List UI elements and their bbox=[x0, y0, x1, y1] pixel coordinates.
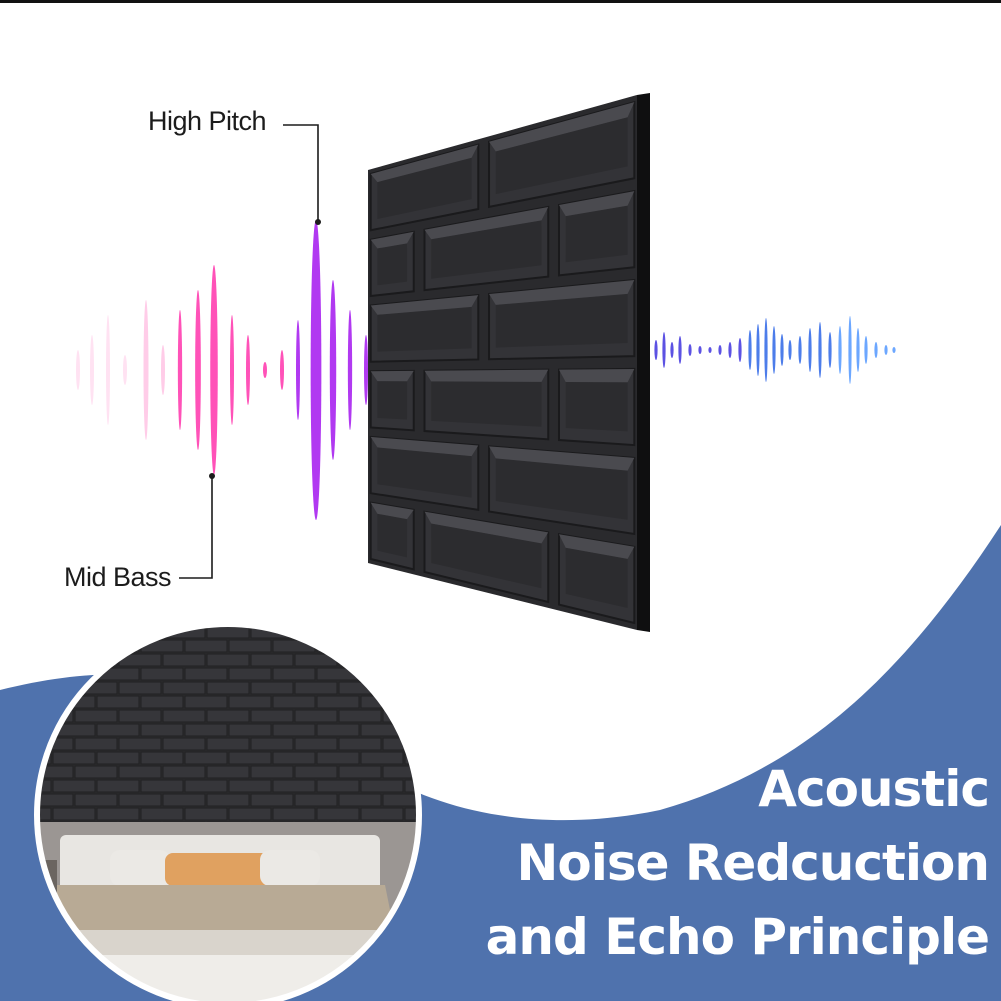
wave-spike bbox=[143, 300, 149, 440]
wave-spike bbox=[864, 336, 868, 364]
wave-spike bbox=[718, 345, 722, 355]
wave-spike bbox=[874, 342, 878, 358]
wave-spike bbox=[662, 332, 666, 368]
wave-spike bbox=[280, 350, 284, 390]
wave-spike bbox=[210, 265, 218, 475]
wave-spike bbox=[310, 220, 322, 520]
wave-spike bbox=[788, 340, 792, 360]
wave-spike bbox=[296, 320, 300, 420]
wave-spike bbox=[230, 315, 234, 425]
wave-spike bbox=[884, 345, 888, 355]
incoming-sound-wave bbox=[76, 220, 404, 520]
wave-spike bbox=[838, 326, 842, 374]
wave-spike bbox=[364, 335, 368, 405]
wave-spike bbox=[808, 328, 812, 372]
wave-spike bbox=[748, 330, 752, 370]
mid-bass-callout-line bbox=[179, 478, 213, 579]
outgoing-sound-wave bbox=[654, 316, 896, 384]
headline-line-1: Acoustic bbox=[758, 760, 990, 818]
wave-spike bbox=[263, 362, 267, 378]
mid-bass-label: Mid Bass bbox=[64, 562, 172, 592]
headline-line-2: Noise Redcuction bbox=[516, 834, 990, 892]
wave-spike bbox=[106, 315, 110, 425]
high-pitch-marker bbox=[315, 219, 321, 225]
wave-spike bbox=[670, 342, 674, 358]
wave-spike bbox=[780, 334, 784, 366]
callout-lines bbox=[179, 124, 319, 579]
wave-spike bbox=[764, 318, 768, 382]
wave-spike bbox=[848, 316, 852, 384]
wave-spike bbox=[177, 310, 183, 430]
wave-spike bbox=[90, 335, 94, 405]
wave-spike bbox=[678, 336, 682, 364]
wave-spike bbox=[347, 310, 353, 430]
wave-spike bbox=[818, 322, 822, 378]
wave-spike bbox=[756, 324, 760, 376]
wave-spike bbox=[161, 345, 165, 395]
wave-spike bbox=[772, 326, 776, 374]
wave-spike bbox=[654, 340, 658, 360]
wave-spike bbox=[688, 344, 692, 356]
high-pitch-label: High Pitch bbox=[148, 106, 267, 136]
headline-line-3: and Echo Principle bbox=[485, 908, 990, 966]
wave-spike bbox=[708, 347, 712, 353]
acoustic-foam-panel bbox=[368, 93, 650, 632]
wave-spike bbox=[123, 355, 127, 385]
wave-spike bbox=[329, 280, 337, 460]
wave-spike bbox=[246, 335, 250, 405]
wave-spike bbox=[828, 332, 832, 368]
wave-spike bbox=[698, 346, 702, 354]
wave-spike bbox=[738, 338, 742, 362]
mid-bass-marker bbox=[209, 473, 215, 479]
wave-spike bbox=[856, 328, 860, 372]
high-pitch-callout-line bbox=[283, 124, 319, 220]
wave-spike bbox=[892, 347, 896, 353]
wave-spike bbox=[798, 336, 802, 364]
top-border bbox=[0, 0, 1001, 3]
wave-spike bbox=[195, 290, 201, 450]
wave-spike bbox=[76, 350, 80, 390]
wave-spike bbox=[728, 342, 732, 358]
headline: Acoustic Noise Redcuction and Echo Princ… bbox=[429, 752, 990, 974]
